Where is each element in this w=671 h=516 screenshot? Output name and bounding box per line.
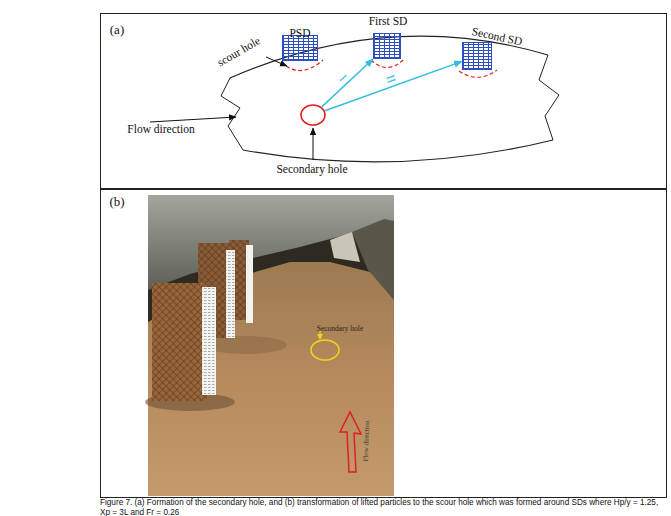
- scour-hole-outline: [371, 58, 405, 68]
- flow-path-arrow: [325, 61, 462, 110]
- node-label: Second SD: [471, 26, 524, 48]
- ruler: [202, 287, 216, 395]
- panel-frame: [101, 14, 667, 189]
- flow-arrow: [340, 412, 361, 472]
- hole-circle: Secondary hole: [310, 339, 340, 361]
- path-number: I: [337, 72, 349, 83]
- circle-outline: [300, 104, 326, 126]
- text-label: (b): [109, 195, 124, 208]
- text-label: (a): [110, 23, 124, 36]
- sd-box: PSD: [282, 35, 318, 61]
- text-label: scour hole: [216, 35, 263, 69]
- leader-arrow: [313, 128, 314, 160]
- ruler-ticks: [226, 250, 235, 338]
- flow-path-arrow: [322, 59, 373, 107]
- ruler: [226, 250, 235, 338]
- scour-hole-outline: [281, 60, 323, 71]
- sand-bed: [148, 262, 394, 496]
- text-label: Flow direction: [363, 420, 371, 461]
- scour-hole-outline: [459, 70, 497, 77]
- path-number: II: [384, 74, 398, 86]
- figure-caption: Figure 7. (a) Formation of the secondary…: [100, 498, 668, 516]
- node-label: Secondary hole: [317, 325, 363, 333]
- break-line: [539, 55, 559, 140]
- break-line: [221, 78, 243, 150]
- flow-arrow: [150, 117, 236, 122]
- circle-outline: [301, 105, 325, 125]
- node-label: Secondary hole: [276, 164, 347, 176]
- ruler-ticks: [202, 287, 216, 395]
- photo-background: [148, 195, 394, 496]
- sd-box: First SD: [373, 33, 401, 59]
- flume-end: [330, 232, 360, 262]
- text-label: Flow direction: [127, 124, 194, 136]
- panel-frame: [101, 190, 667, 498]
- hole-circle: Secondary hole: [300, 104, 326, 126]
- photo: [145, 195, 394, 496]
- node-label: PSD: [289, 28, 310, 40]
- circle-outline: [311, 340, 339, 360]
- ruler: [246, 245, 253, 323]
- sd-cage: [152, 283, 207, 401]
- sd-box: Second SD: [462, 42, 492, 70]
- node-label: First SD: [369, 16, 408, 28]
- sd-mesh: [152, 283, 207, 401]
- circle-outline: [310, 339, 340, 361]
- channel-wall: [243, 140, 553, 162]
